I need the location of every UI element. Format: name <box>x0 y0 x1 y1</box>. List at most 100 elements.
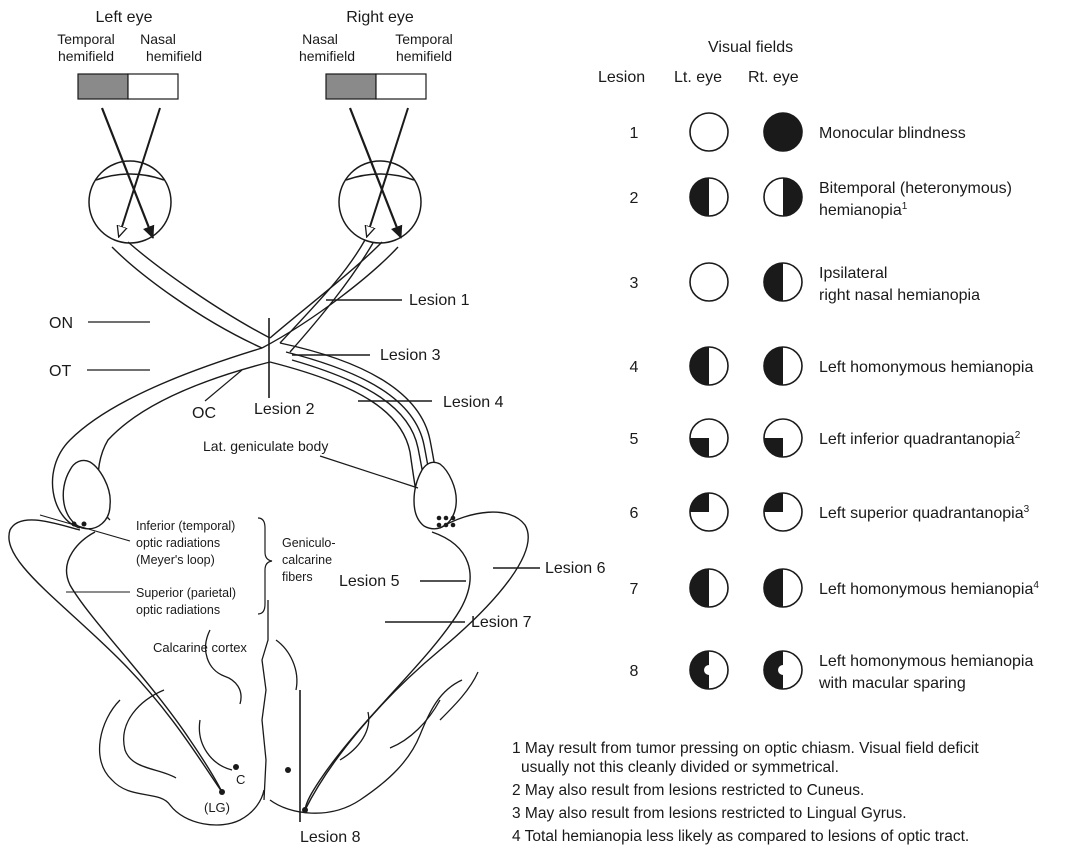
row-4-lesion-number: 4 <box>630 359 639 376</box>
row-8-lesion-number: 8 <box>630 663 639 680</box>
footnote-4: 4 Total hemianopia less likely as compar… <box>512 827 1082 846</box>
row-2-lesion-number: 2 <box>630 190 639 207</box>
row-2-description-line-1: Bitemporal (heteronymous) <box>819 180 1012 197</box>
row-3-lesion-number: 3 <box>630 275 639 292</box>
right-eye-ray-filled <box>350 108 401 238</box>
label-geniculo-2: calcarine <box>282 553 332 567</box>
row-3-description-line-1: Ipsilateral <box>819 265 887 282</box>
row-1-left-eye-field <box>690 113 728 151</box>
row-4-left-eye-field <box>690 347 728 385</box>
label-inferior-radiations-3: (Meyer's loop) <box>136 553 215 567</box>
row-5-description-line-1: Left inferior quadrantanopia2 <box>819 430 1021 448</box>
label-ot: OT <box>49 363 71 380</box>
right-eye-temporal-label-2: hemifield <box>396 48 452 64</box>
row-5-right-eye-field <box>764 419 802 457</box>
label-superior-radiations-2: optic radiations <box>136 603 220 617</box>
left-eye-ray-filled <box>102 108 153 238</box>
lesion-label-8: Lesion 8 <box>300 829 361 846</box>
footnote-1: 1 May result from tumor pressing on opti… <box>512 739 1082 777</box>
row-5-footnote-ref: 2 <box>1015 430 1021 441</box>
footnote-2-text: 2 May also result from lesions restricte… <box>512 782 864 799</box>
right-eye-temporal-hemifield <box>376 74 426 99</box>
row-3-description-line-2: right nasal hemianopia <box>819 287 980 304</box>
row-2-right-eye-field <box>764 178 802 216</box>
label-inferior-radiations-1: Inferior (temporal) <box>136 519 235 533</box>
calcarine-dots <box>219 764 308 813</box>
footnote-1-text: 1 May result from tumor pressing on opti… <box>512 740 979 757</box>
table-col-lt-eye: Lt. eye <box>674 69 722 86</box>
label-lg: (LG) <box>204 800 230 815</box>
footnote-2: 2 May also result from lesions restricte… <box>512 781 1082 800</box>
right-eye-nasal-label-2: hemifield <box>299 48 355 64</box>
row-7-right-eye-field <box>764 569 802 607</box>
optic-radiations <box>9 512 528 810</box>
row-6-footnote-ref: 3 <box>1024 504 1030 515</box>
footnote-3: 3 May also result from lesions restricte… <box>512 804 1082 823</box>
label-calcarine-cortex: Calcarine cortex <box>153 640 247 655</box>
lesion-label-2: Lesion 2 <box>254 401 315 418</box>
geniculocalcarine-brace <box>258 518 272 614</box>
visual-field-rows: 1 Monocular blindness 2 Bitemporal (heteron… <box>630 113 1040 692</box>
left-eye-nasal-hemifield <box>128 74 178 99</box>
occipital-lobes <box>100 600 478 825</box>
right-eye-temporal-label: Temporal <box>395 31 453 47</box>
lesion-label-7: Lesion 7 <box>471 614 532 631</box>
table-col-rt-eye: Rt. eye <box>748 69 799 86</box>
optic-pathway <box>52 240 442 528</box>
row-8-description-line-2: with macular sparing <box>818 675 966 692</box>
row-1-description-line-1: Monocular blindness <box>819 125 966 142</box>
label-c: C <box>236 772 245 787</box>
row-1-right-eye-field <box>764 113 802 151</box>
row-6-right-eye-field <box>764 493 802 531</box>
right-eye-title: Right eye <box>346 9 414 26</box>
lesion-label-5: Lesion 5 <box>339 573 400 590</box>
row-6-left-eye-field <box>690 493 728 531</box>
row-7-lesion-number: 7 <box>630 581 639 598</box>
row-5-left-eye-field <box>690 419 728 457</box>
row-6-lesion-number: 6 <box>630 505 639 522</box>
row-8-left-eye-field <box>690 651 728 689</box>
left-eye-temporal-label: Temporal <box>57 31 115 47</box>
row-7-footnote-ref: 4 <box>1033 580 1039 591</box>
row-2-description-line-2: hemianopia1 <box>819 201 908 219</box>
row-2-footnote-ref: 1 <box>902 201 908 212</box>
row-5-lesion-number: 5 <box>630 431 639 448</box>
footnote-1-continuation: usually not this cleanly divided or symm… <box>512 758 1082 777</box>
left-eye-temporal-label-2: hemifield <box>58 48 114 64</box>
row-7-description-line-1: Left homonymous hemianopia4 <box>819 580 1039 598</box>
footnote-3-text: 3 May also result from lesions restricte… <box>512 805 907 822</box>
row-3-right-eye-field <box>764 263 802 301</box>
row-4-description-line-1: Left homonymous hemianopia <box>819 359 1033 376</box>
label-geniculo-1: Geniculo- <box>282 536 336 550</box>
label-geniculo-3: fibers <box>282 570 313 584</box>
row-6-description-line-1: Left superior quadrantanopia3 <box>819 504 1030 522</box>
label-on: ON <box>49 315 73 332</box>
lesion-label-6: Lesion 6 <box>545 560 606 577</box>
label-inferior-radiations-2: optic radiations <box>136 536 220 550</box>
row-1-lesion-number: 1 <box>630 125 639 142</box>
row-8-right-eye-field <box>764 651 802 689</box>
row-4-right-eye-field <box>764 347 802 385</box>
left-eye-temporal-hemifield <box>78 74 128 99</box>
table-col-lesion: Lesion <box>598 69 645 86</box>
lesion-label-3: Lesion 3 <box>380 347 441 364</box>
row-2-left-eye-field <box>690 178 728 216</box>
label-lgb: Lat. geniculate body <box>203 438 328 454</box>
table-title: Visual fields <box>708 39 793 56</box>
row-3-left-eye-field <box>690 263 728 301</box>
label-superior-radiations-1: Superior (parietal) <box>136 586 236 600</box>
left-eye-title: Left eye <box>96 9 153 26</box>
pointer-oc <box>205 370 242 401</box>
label-oc: OC <box>192 405 216 422</box>
left-eye-nasal-label: Nasal <box>140 31 176 47</box>
lesion-label-4: Lesion 4 <box>443 394 504 411</box>
row-8-description-line-1: Left homonymous hemianopia <box>819 653 1033 670</box>
right-eye-nasal-label: Nasal <box>302 31 338 47</box>
footnote-4-text: 4 Total hemianopia less likely as compar… <box>512 828 969 845</box>
right-eye-ray-open <box>367 108 408 236</box>
footnotes: 1 May result from tumor pressing on opti… <box>512 739 1082 850</box>
row-7-left-eye-field <box>690 569 728 607</box>
left-eye-ray-open <box>119 108 160 236</box>
lesion-label-1: Lesion 1 <box>409 292 470 309</box>
